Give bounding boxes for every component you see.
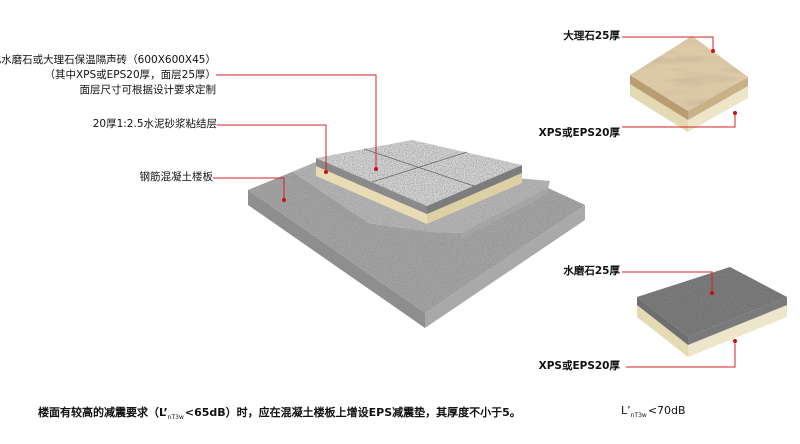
terrazzo-stone-side [688,297,787,345]
terrazzo-top-label: 水磨石25厚 [563,265,620,277]
rating-prefix: L’ [621,404,631,417]
rating-subscript: nT3w [630,412,647,419]
mortar-bed-side [461,188,548,239]
terrazzo-stone-front [637,297,688,345]
insulation-layer-side [427,173,522,224]
callout-tile-line2: （其中XPS或EPS20厚，面层25厚） [44,69,216,81]
footnote: 楼面有较高的减震要求（L’nT3w<65dB）时，应在混凝土楼板上增设EPS减震… [38,404,521,421]
callout-tile-description: 一体化水磨石或大理石保温隔声砖（600X600X45） （其中XPS或EPS20… [0,53,216,98]
footnote-suffix: <65dB）时，应在混凝土楼板上增设EPS减震垫，其厚度不小于5。 [184,406,521,419]
rating-suffix: <70dB [647,404,686,417]
marble-stone-front [630,75,688,120]
terrazzo-tile-side [427,165,522,214]
marble-insulation-front [630,84,688,132]
leader-dots [282,49,737,343]
footnote-subscript: nT3w [167,414,184,421]
insulation-layer-front [316,166,427,224]
marble-stone-side [688,77,748,120]
terrazzo-insulation-side [688,305,787,357]
callout-tile-line3: 面层尺寸可根据设计要求定制 [79,84,217,96]
terrazzo-bottom-label: XPS或EPS20厚 [538,360,620,372]
terrazzo-stone-top [637,267,787,337]
callout-mortar-layer: 20厚1:2.5水泥砂浆粘结层 [92,118,217,130]
terrazzo-insulation-front [637,305,688,357]
concrete-slab-side-face [425,205,585,328]
terrazzo-tile-front [316,158,427,214]
mortar-bed-front [292,172,368,230]
concrete-slab-top [248,172,585,313]
callout-tile-line1: 一体化水磨石或大理石保温隔声砖（600X600X45） [0,54,216,66]
leader-lines [213,36,736,368]
marble-stone-top [630,36,748,111]
marble-top-label: 大理石25厚 [563,30,620,42]
marble-insulation-side [688,86,748,132]
callout-concrete-slab: 钢筋混凝土楼板 [139,171,214,183]
sound-rating: L’nT3w<70dB [621,404,686,419]
concrete-slab-front-face [248,190,425,328]
terrazzo-tile-top [316,140,522,206]
tile-joints [363,148,475,187]
marble-bottom-label: XPS或EPS20厚 [538,127,620,139]
footnote-prefix: 楼面有较高的减震要求（L’ [38,406,168,419]
